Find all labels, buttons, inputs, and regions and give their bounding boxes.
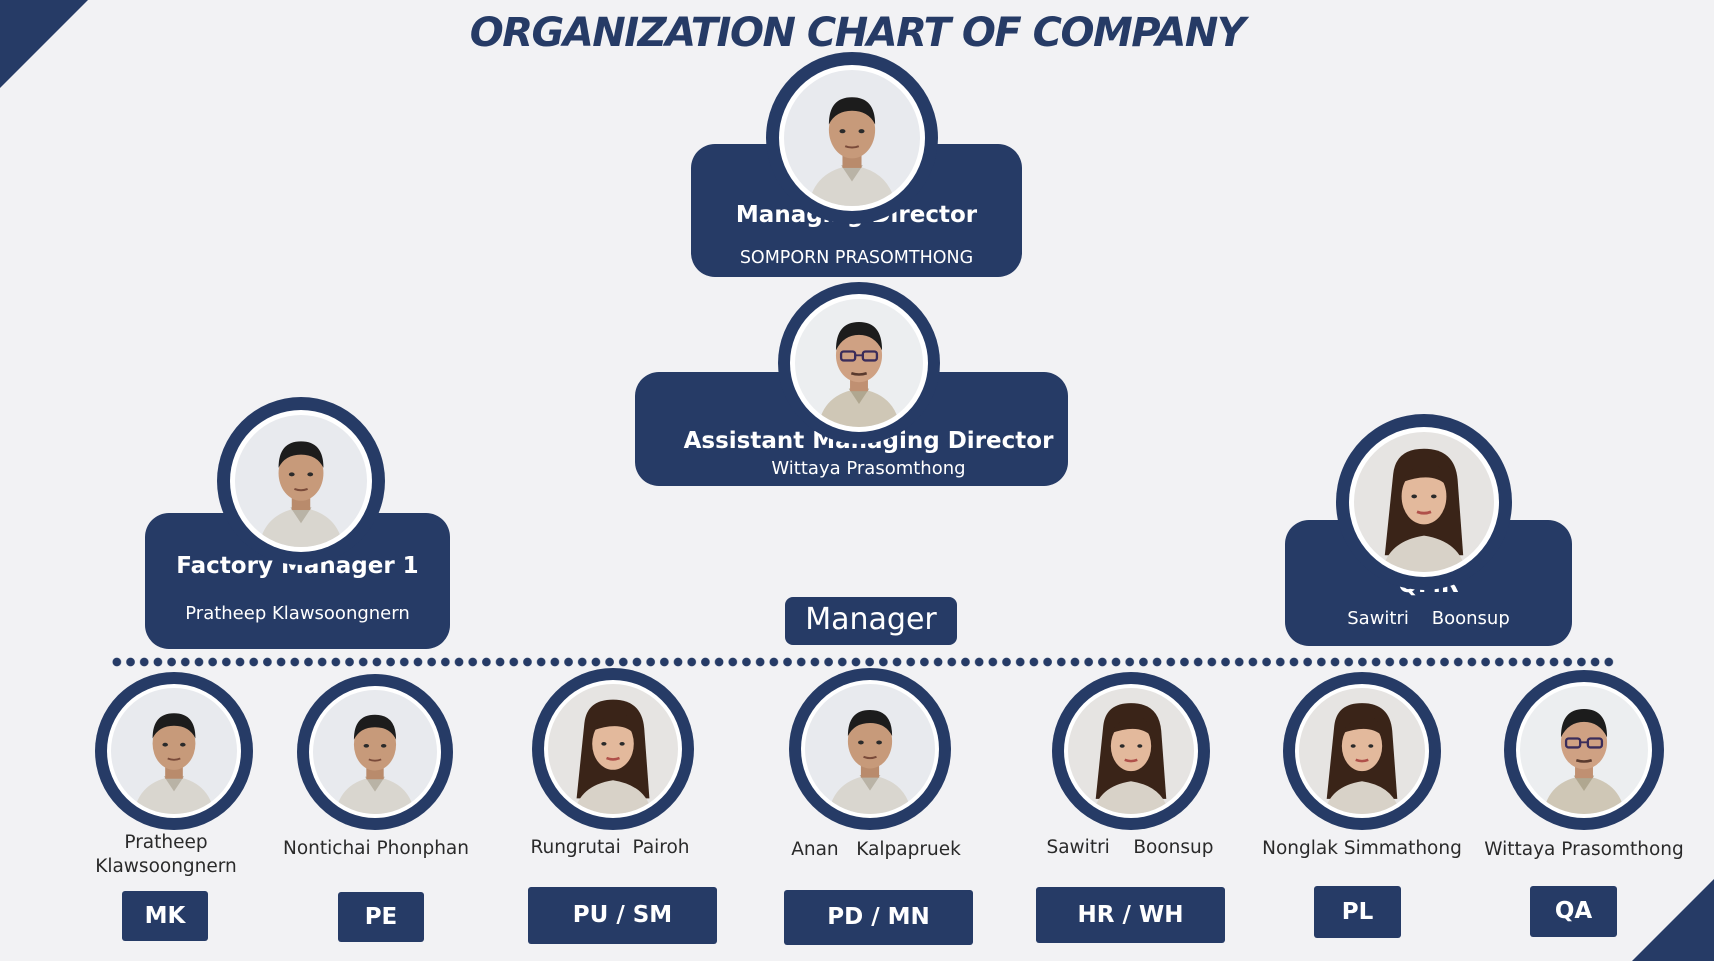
dept-badge-hr-wh: HR / WH [1036,887,1225,943]
factory-manager-name: Pratheep Klawsoongnern [185,603,410,624]
staff-name-pd-mn: Anan Kalpapruek [791,839,961,860]
staff-photo-hr-wh [1052,672,1210,830]
dept-badge-pe: PE [338,892,424,942]
dept-badge-pd-mn: PD / MN [784,890,973,945]
corner-decoration-top-left [0,0,88,88]
dept-badge-qa: QA [1530,886,1617,937]
dept-badge-pu-sm: PU / SM [528,887,717,944]
staff-photo-pe [297,674,453,830]
factory-manager-photo [217,397,385,565]
manager-divider-dotted-line [110,656,1618,668]
staff-name-pu-sm: Rungrutai Pairoh [530,837,690,858]
staff-name-pe: Nontichai Phonphan [283,838,469,859]
assistant-md-name: Wittaya Prasomthong [771,458,966,479]
qmr-name: Sawitri Boonsup [1347,608,1510,629]
assistant-md-photo [778,282,940,444]
manager-label: Manager [785,597,957,645]
staff-photo-qa [1504,670,1664,830]
staff-photo-mk [95,672,253,830]
staff-name-hr-wh: Sawitri Boonsup [1046,837,1214,858]
corner-decoration-bottom-right [1632,879,1714,961]
staff-photo-pd-mn [789,668,951,830]
staff-name-pl: Nonglak Simmathong [1262,838,1462,859]
staff-name-qa: Wittaya Prasomthong [1484,839,1684,860]
staff-name-mk: Pratheep Klawsoongnern [95,832,237,877]
qmr-photo [1336,414,1512,590]
dept-badge-pl: PL [1314,886,1401,938]
chart-title: ORGANIZATION CHART OF COMPANY [469,10,1246,56]
managing-director-photo [766,52,938,224]
staff-photo-pu-sm [532,668,694,830]
managing-director-name: SOMPORN PRASOMTHONG [739,248,974,268]
staff-photo-pl [1283,672,1441,830]
dept-badge-mk: MK [122,891,208,941]
